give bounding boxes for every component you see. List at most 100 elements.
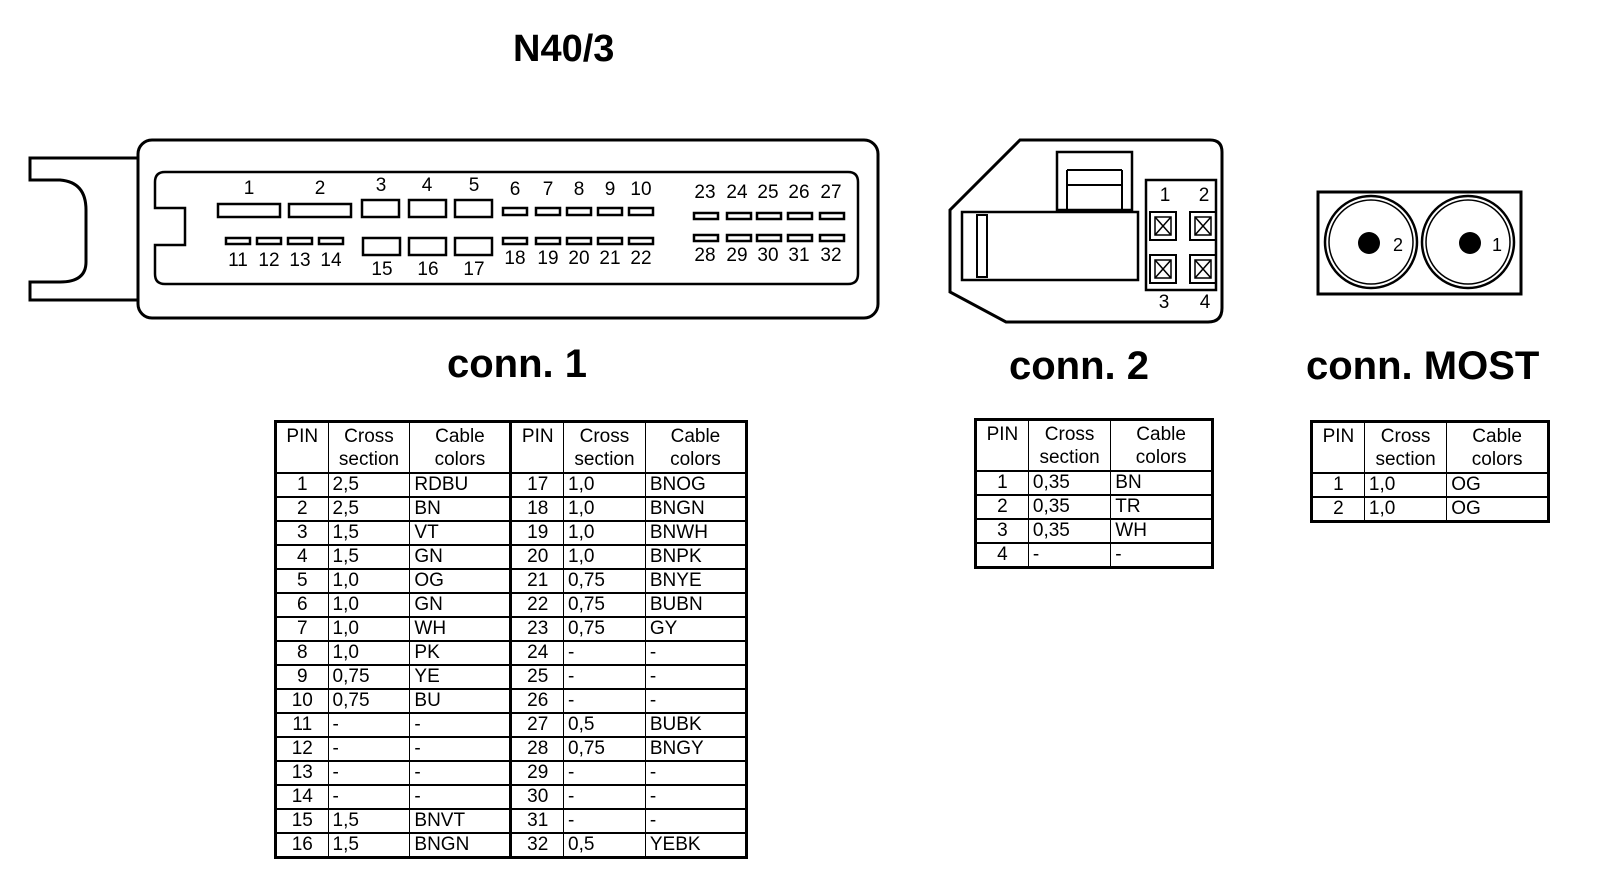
table-cell: YEBK (644, 832, 748, 858)
table-cell: BUBN (644, 592, 748, 618)
table-cell: BNWH (644, 520, 748, 546)
conn1-title: conn. 1 (447, 342, 588, 386)
table-cell: BU (409, 688, 512, 714)
table-cell: 0,75 (563, 568, 646, 594)
table-cell: PK (409, 640, 512, 666)
conn2-drawing (948, 138, 1224, 324)
header-cable-colors: Cable colors (644, 421, 748, 474)
pin-number: 3 (1159, 292, 1170, 313)
pin-number: 15 (371, 259, 392, 280)
table-cell: - (409, 784, 512, 810)
table-cell: TR (1110, 494, 1213, 520)
table-cell: - (563, 688, 646, 714)
table-cell: 1,5 (327, 520, 411, 546)
table-cell: 21 (509, 568, 565, 594)
table-cell: 13 (275, 760, 329, 786)
pin-number: 4 (422, 175, 433, 196)
table-cell: 1,5 (327, 544, 411, 570)
pin-number: 18 (504, 248, 525, 269)
table-cell: 1,0 (327, 640, 411, 666)
pin-number: 4 (1200, 292, 1211, 313)
table-cell: 1,0 (563, 472, 646, 498)
table-cell: OG (1446, 496, 1549, 522)
table-cell: 0,75 (563, 736, 646, 762)
table-row: 4-- (975, 542, 1213, 568)
table-cell: 26 (509, 688, 565, 714)
table-cell: BN (1110, 470, 1213, 496)
most-title: conn. MOST (1306, 344, 1540, 388)
table-cell: 1,0 (563, 520, 646, 546)
header-pin: PIN (1311, 421, 1365, 474)
pin-number: 5 (469, 175, 480, 196)
table-cell: WH (1110, 518, 1213, 544)
pin-number: 8 (574, 179, 585, 200)
table-cell: 1,5 (327, 832, 411, 858)
page-title: N40/3 (513, 28, 615, 70)
pin-number: 14 (320, 250, 342, 271)
table-cell: BNYE (644, 568, 748, 594)
header-cross-section: Cross section (1363, 421, 1448, 474)
table-row: 14--30-- (275, 784, 748, 810)
table-cell: 1,0 (563, 544, 646, 570)
table-cell: - (644, 808, 748, 834)
pin-number: 17 (463, 259, 484, 280)
table-cell: 6 (275, 592, 329, 618)
table-cell: 0,75 (563, 592, 646, 618)
table-cell: 1,0 (1363, 496, 1448, 522)
pin-number: 30 (757, 245, 778, 266)
header-pin: PIN (509, 421, 565, 474)
pin-number: 23 (694, 182, 715, 203)
table-cell: 2 (275, 496, 329, 522)
table-cell: 2 (1311, 496, 1365, 522)
table-cell: 11 (275, 712, 329, 738)
most-drawing (1316, 190, 1523, 296)
table-cell: - (327, 712, 411, 738)
table-cell: 12 (275, 736, 329, 762)
conn1-pins (216, 198, 846, 257)
conn2-pin-numbers: 1 2 3 4 (1159, 185, 1211, 313)
table-cell: 32 (509, 832, 565, 858)
table-cell: 2,5 (327, 472, 411, 498)
table-cell: 1,0 (563, 496, 646, 522)
table-cell: 9 (275, 664, 329, 690)
table-header-row: PIN Cross section Cable colors PIN Cross… (275, 421, 748, 474)
pin-number: 1 (1492, 235, 1502, 255)
table-cell: GN (409, 592, 512, 618)
most-pin-numbers: 2 1 (1393, 235, 1502, 255)
header-pin: PIN (275, 421, 329, 474)
table-cell: - (1110, 542, 1213, 568)
pin-number: 3 (376, 175, 387, 196)
table-cell: RDBU (409, 472, 512, 498)
header-pin: PIN (975, 419, 1029, 472)
pin-number: 19 (537, 248, 558, 269)
table-cell: 0,75 (563, 616, 646, 642)
table-cell: - (644, 664, 748, 690)
table-cell: GN (409, 544, 512, 570)
conn1-drawing (28, 138, 880, 320)
pin-number: 24 (726, 182, 748, 203)
table-cell: 28 (509, 736, 565, 762)
pin-number: 1 (244, 178, 255, 199)
table-cell: - (644, 688, 748, 714)
header-cable-colors: Cable colors (1110, 419, 1213, 472)
table-cell: 3 (275, 520, 329, 546)
table-cell: 8 (275, 640, 329, 666)
table-cell: YE (409, 664, 512, 690)
table-cell: 24 (509, 640, 565, 666)
table-cell: 5 (275, 568, 329, 594)
table-cell: 0,35 (1027, 470, 1112, 496)
table-cell: 31 (509, 808, 565, 834)
table-cell: - (327, 760, 411, 786)
table-cell: 25 (509, 664, 565, 690)
pin-number: 21 (599, 248, 620, 269)
